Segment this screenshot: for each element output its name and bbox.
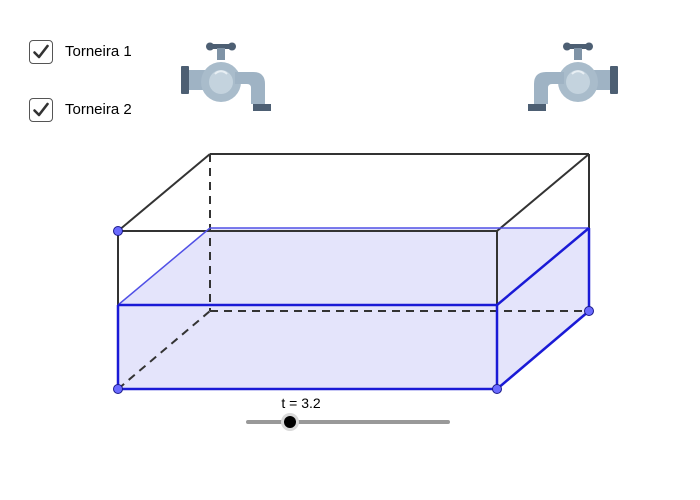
tank-point[interactable]	[113, 384, 123, 394]
faucet-icon	[181, 42, 271, 111]
tank-point[interactable]	[113, 226, 123, 236]
water-front-face	[118, 305, 497, 389]
water-right-face	[497, 228, 589, 389]
torneira-2-label: Torneira 2	[65, 101, 132, 118]
tank-point[interactable]	[492, 384, 502, 394]
tank-edge	[117, 153, 211, 232]
water-top-face	[118, 228, 589, 305]
torneira-1-checkbox[interactable]	[29, 40, 53, 64]
check-icon	[33, 102, 49, 117]
tank-edge	[496, 153, 590, 232]
water-edge	[496, 310, 590, 390]
water-edge	[117, 227, 211, 306]
torneira-2-checkbox[interactable]	[29, 98, 53, 122]
water-edge	[496, 227, 590, 306]
hidden-edge-left-bottom	[117, 310, 211, 390]
tank-point[interactable]	[584, 306, 594, 316]
torneira-1-label: Torneira 1	[65, 43, 132, 60]
slider-value-label: t = 3.2	[281, 395, 321, 411]
faucet-icon	[528, 42, 618, 111]
torneira-2-checkbox-row[interactable]: Torneira 2	[29, 96, 132, 124]
check-icon	[33, 44, 49, 59]
slider-handle[interactable]	[284, 416, 296, 428]
torneira-1-checkbox-row[interactable]: Torneira 1	[29, 38, 132, 66]
